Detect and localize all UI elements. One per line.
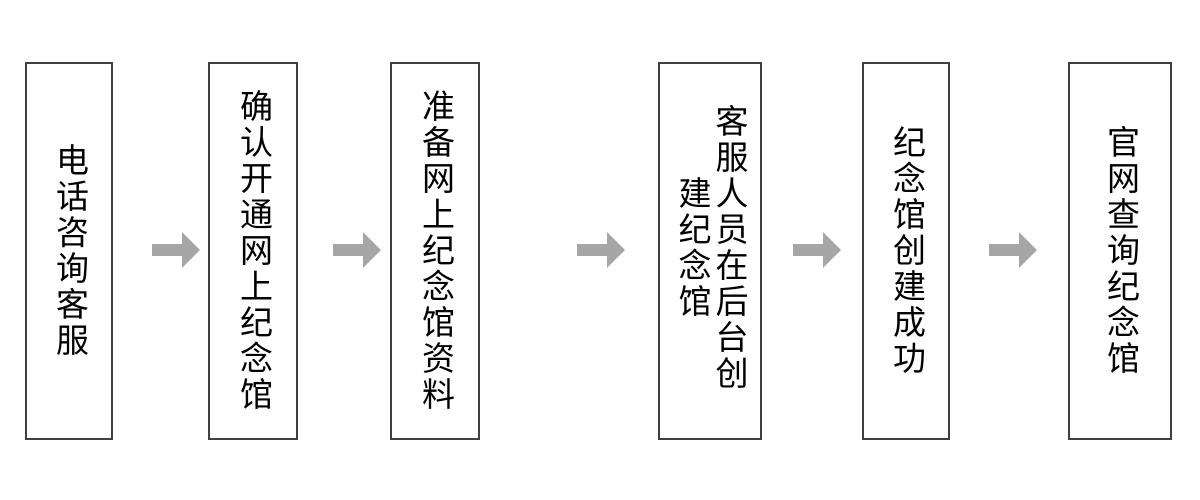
flow-node-5-label: 纪念馆创建成功 (887, 125, 927, 377)
flow-node-2-label: 确认开通网上纪念馆 (234, 89, 274, 413)
flow-node-6[interactable]: 官网查询纪念馆 (1068, 62, 1172, 440)
flow-node-2[interactable]: 确认开通网上纪念馆 (208, 62, 298, 440)
right-arrow-icon (152, 232, 200, 268)
flow-node-4-label: 客服人员在后台创建纪念馆 (673, 104, 749, 392)
flow-node-4[interactable]: 客服人员在后台创建纪念馆 (658, 62, 762, 440)
right-arrow-icon (333, 232, 381, 268)
flow-node-3-label: 准备网上纪念馆资料 (416, 89, 456, 413)
right-arrow-icon (793, 232, 841, 268)
flow-node-1[interactable]: 电话咨询客服 (25, 62, 113, 440)
flow-node-3[interactable]: 准备网上纪念馆资料 (390, 62, 480, 440)
flow-node-5[interactable]: 纪念馆创建成功 (862, 62, 950, 440)
flow-node-1-label: 电话咨询客服 (50, 143, 90, 359)
flow-node-6-label: 官网查询纪念馆 (1101, 125, 1141, 377)
right-arrow-icon (989, 232, 1037, 268)
right-arrow-icon (577, 232, 625, 268)
